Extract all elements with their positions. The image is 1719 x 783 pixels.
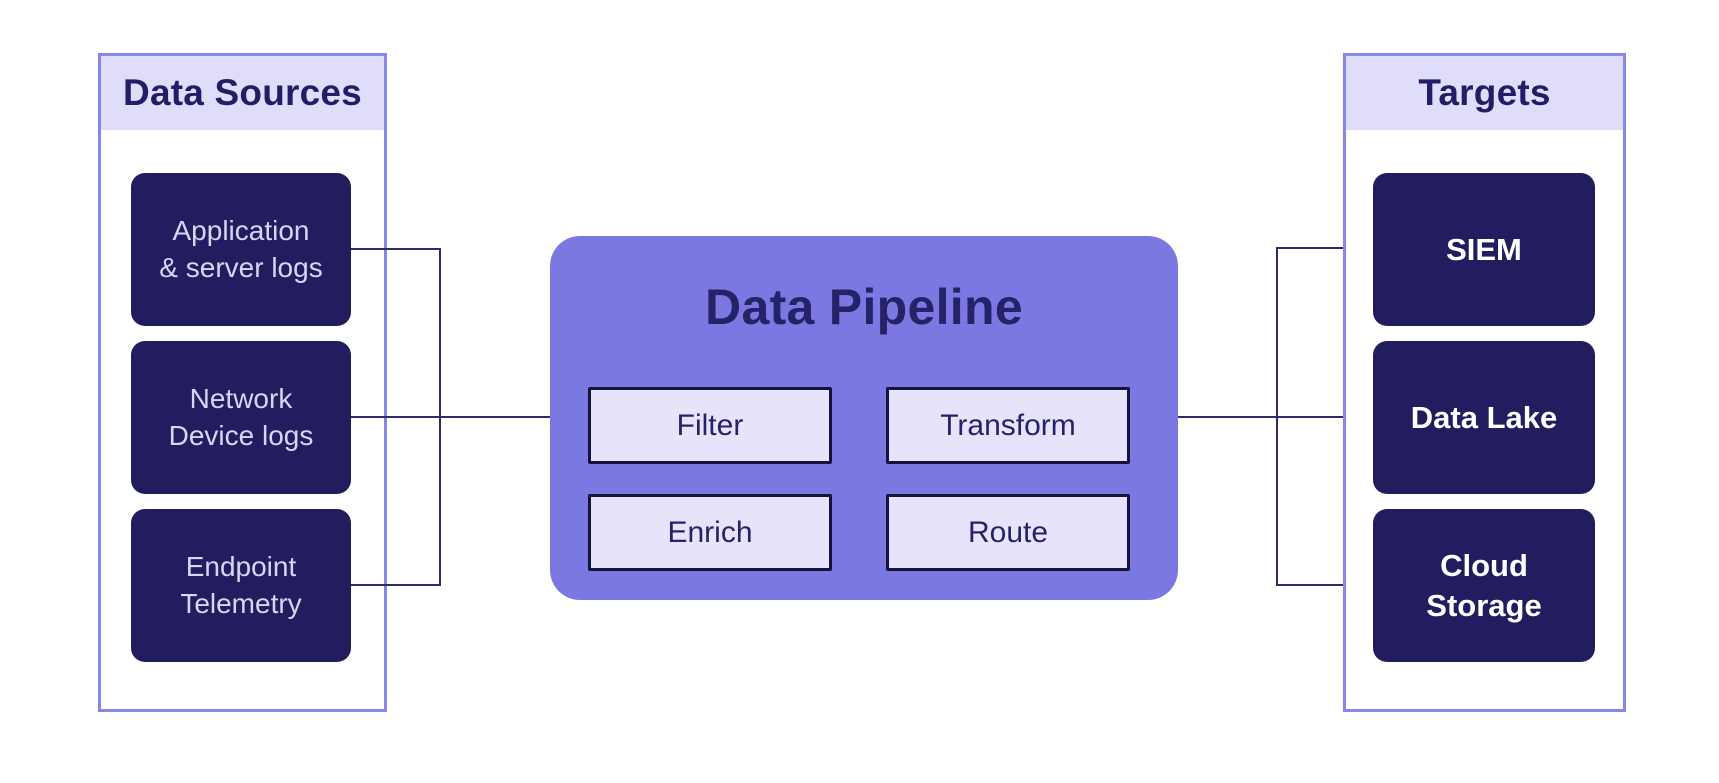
targets-title: Targets — [1418, 72, 1551, 113]
stage-box-route: Route — [886, 494, 1130, 571]
source-box-application-server-logs: Application & server logs — [131, 173, 351, 326]
connector-bracket-to-cloud-storage — [1276, 584, 1373, 586]
data-sources-title: Data Sources — [123, 72, 362, 113]
target-box-data-lake: Data Lake — [1373, 341, 1595, 494]
target-box-cloud-storage: Cloud Storage — [1373, 509, 1595, 662]
target-box-siem: SIEM — [1373, 173, 1595, 326]
stage-box-enrich: Enrich — [588, 494, 832, 571]
source-box-endpoint-telemetry: Endpoint Telemetry — [131, 509, 351, 662]
connector-pipeline-to-targets — [1178, 416, 1373, 418]
data-pipeline-title: Data Pipeline — [705, 279, 1023, 335]
stage-box-filter: Filter — [588, 387, 832, 464]
connector-sources-to-pipeline — [351, 416, 550, 418]
connector-bracket-to-siem — [1276, 247, 1373, 249]
data-sources-header: Data Sources — [101, 56, 384, 130]
targets-header: Targets — [1346, 56, 1623, 130]
connector-right-bracket — [1276, 247, 1278, 586]
stage-box-transform: Transform — [886, 387, 1130, 464]
source-box-network-device-logs: Network Device logs — [131, 341, 351, 494]
connector-endpoint-to-bracket — [351, 584, 441, 586]
connector-app-logs-to-bracket — [351, 248, 441, 250]
